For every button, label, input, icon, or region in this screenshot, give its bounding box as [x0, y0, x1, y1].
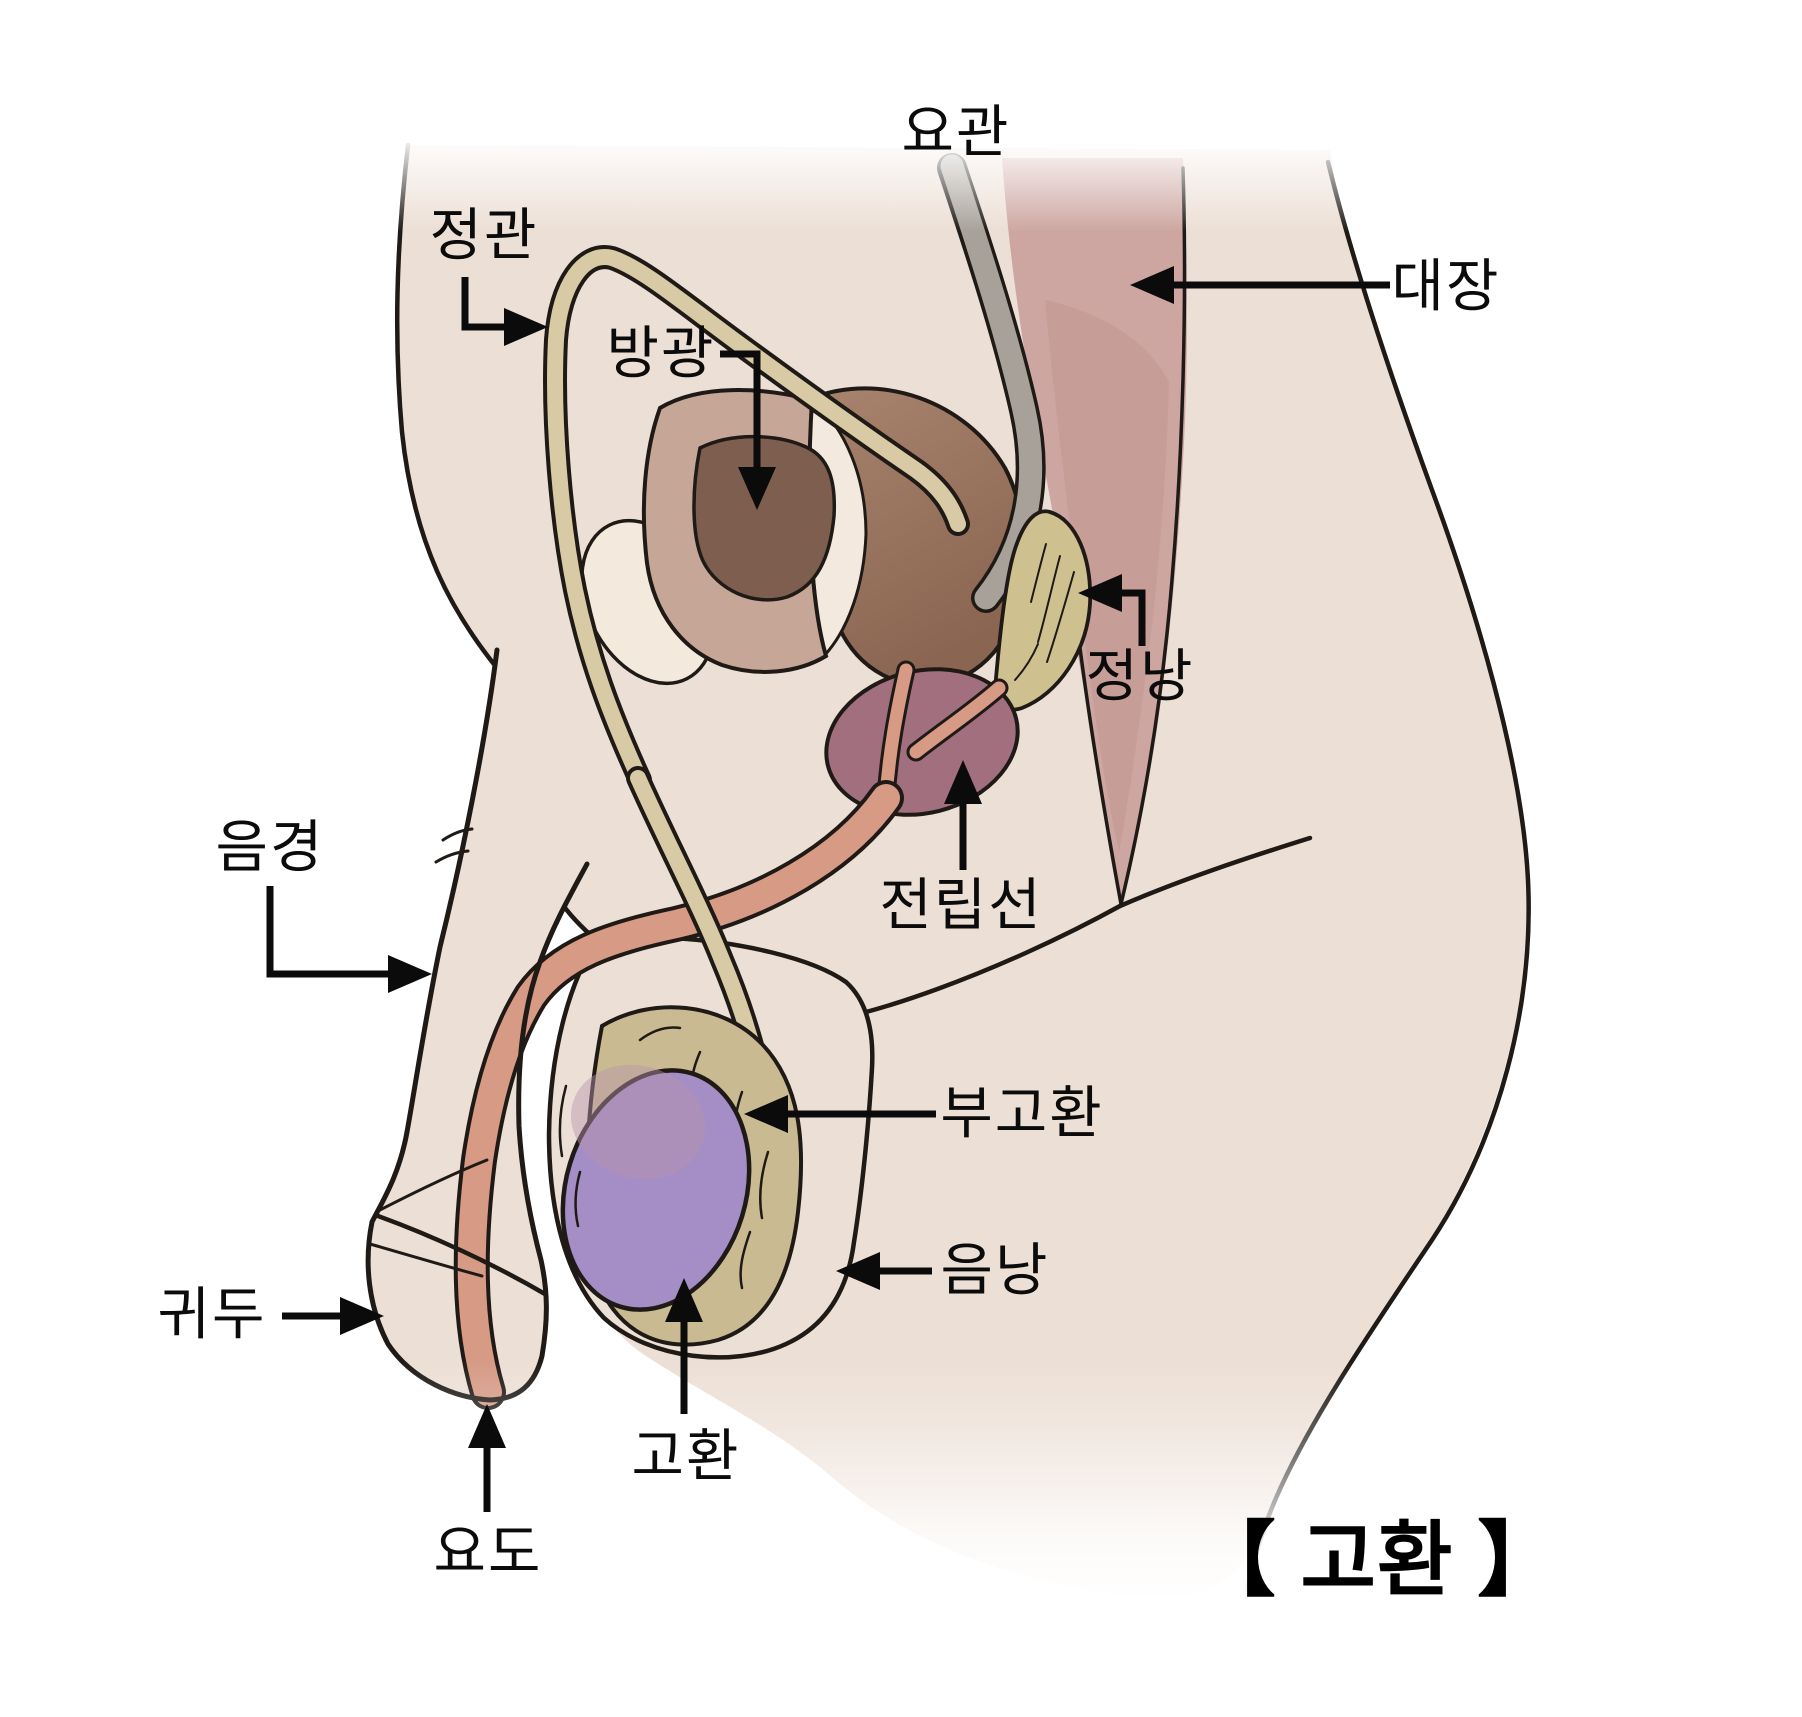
label-prostate: 전립선	[879, 873, 1043, 938]
arrow-large-intestine	[1130, 266, 1390, 304]
arrow-prostate	[944, 760, 982, 870]
arrow-testicle	[665, 1278, 703, 1414]
label-seminal-vesicle: 정낭	[1085, 644, 1195, 709]
penis-shape	[368, 650, 587, 1400]
diagram-title: 【 고환 】	[1193, 1515, 1561, 1606]
arrow-epididymis	[744, 1095, 936, 1133]
arrow-bladder	[720, 350, 776, 510]
bladder-shape	[641, 386, 1027, 688]
label-urethra: 요도	[433, 1520, 543, 1585]
arrow-vas-deferens	[461, 277, 548, 346]
arrow-urethra	[468, 1404, 506, 1512]
label-glans: 귀두	[157, 1282, 267, 1347]
label-ureter: 요관	[901, 100, 1011, 165]
label-epididymis: 부고환	[940, 1081, 1104, 1146]
label-testicle: 고환	[631, 1424, 741, 1489]
label-penis: 음경	[215, 815, 325, 880]
label-large-intestine: 대장	[1391, 254, 1501, 319]
large-intestine-shape	[1002, 158, 1187, 906]
label-vas-deferens: 정관	[429, 203, 539, 268]
arrow-scrotum	[836, 1252, 932, 1290]
label-arrows	[266, 266, 1390, 1512]
arrow-seminal-vesicle	[1078, 574, 1146, 646]
arrow-penis	[266, 886, 432, 993]
glans-corona-line	[375, 1213, 548, 1297]
testicle-shape	[560, 1064, 752, 1312]
label-scrotum: 음낭	[940, 1238, 1050, 1303]
arrow-glans	[282, 1297, 384, 1335]
glans-corona-line-2	[368, 1242, 484, 1278]
foreskin-line	[378, 1158, 489, 1212]
bladder-cavity	[692, 434, 837, 602]
vas-deferens-tube	[543, 245, 970, 792]
scrotum-wrinkles	[558, 1084, 582, 1228]
label-bladder: 방광	[606, 321, 716, 386]
